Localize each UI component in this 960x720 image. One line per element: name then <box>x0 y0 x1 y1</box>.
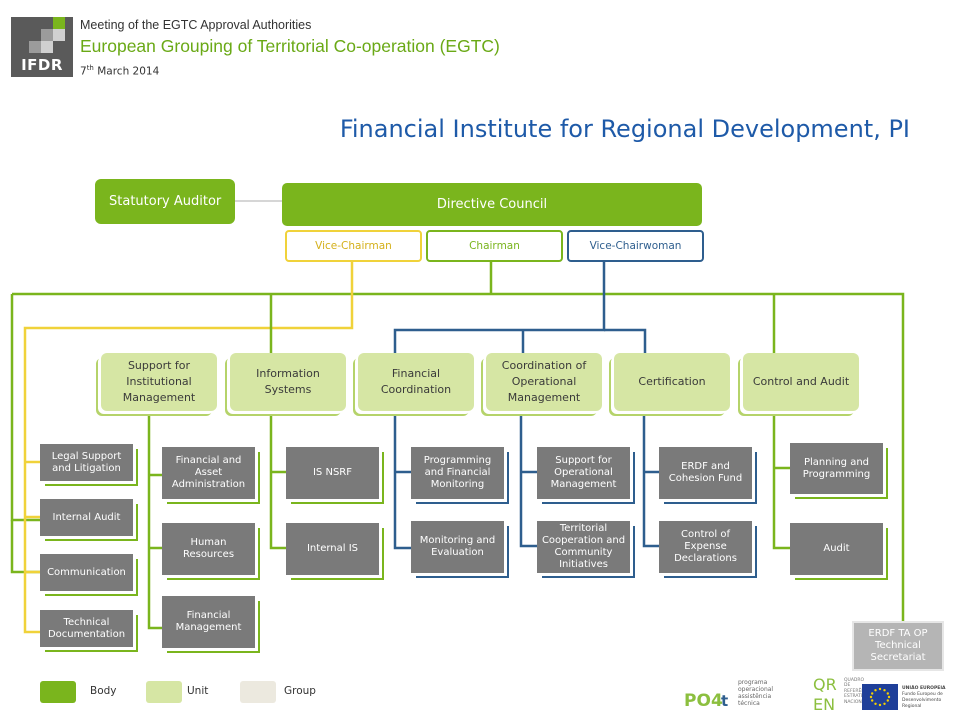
dept-financial-asset-administration: Financial and Asset Administration <box>162 447 255 499</box>
eu-line: Desenvolvimento Regional <box>902 697 942 709</box>
dept-human-resources: Human Resources <box>162 523 255 575</box>
eu-title: UNIÃO EUROPEIA <box>902 686 946 691</box>
erdf-ta-op-secretariat: ERDF TA OP Technical Secretariat <box>852 621 944 671</box>
page-title: Financial Institute for Regional Develop… <box>339 115 910 143</box>
egtc-title: European Grouping of Territorial Co-oper… <box>80 36 500 56</box>
unit-certification: Certification <box>614 353 730 411</box>
dept-erdf-cohesion-fund: ERDF and Cohesion Fund <box>659 447 752 499</box>
poat-line: operacional <box>738 685 774 693</box>
unit-information-systems: Information Systems <box>230 353 346 411</box>
dept-financial-management: Financial Management <box>162 596 255 648</box>
directive-council-box: Directive Council <box>282 183 702 226</box>
dept-technical-documentation: Technical Documentation <box>40 610 133 647</box>
poat-logo: PO 4 t programa operacional assistência … <box>684 676 789 712</box>
legend-body-swatch <box>40 681 76 703</box>
unit-financial-coordination: Financial Coordination <box>358 353 474 411</box>
legend-body-label: Body <box>90 685 117 697</box>
qren-line: DE REFERÊNCIA <box>844 683 873 694</box>
qren-line: QUADRO <box>844 678 865 683</box>
dept-programming-financial-monitoring: Programming and Financial Monitoring <box>411 447 504 499</box>
svg-text:PO: PO <box>684 691 711 711</box>
legend-group-label: Group <box>284 685 316 697</box>
meeting-title: Meeting of the EGTC Approval Authorities <box>80 18 312 32</box>
ifdr-logo: IFDR <box>11 17 73 77</box>
logo-text: IFDR <box>21 56 63 74</box>
poat-line: assistência <box>738 692 772 700</box>
legend-unit-swatch <box>146 681 182 703</box>
poat-line: programa <box>738 679 768 686</box>
svg-text:QR: QR <box>813 675 837 694</box>
dept-planning-programming: Planning and Programming <box>790 443 883 494</box>
chairman-box: Chairman <box>426 230 563 262</box>
dept-support-operational-management: Support for Operational Management <box>537 447 630 499</box>
dept-control-expense-declarations: Control of Expense Declarations <box>659 521 752 573</box>
vice-chairwoman-box: Vice-Chairwoman <box>567 230 704 262</box>
dept-is-nsrf: IS NSRF <box>286 447 379 499</box>
dept-internal-is: Internal IS <box>286 523 379 575</box>
unit-coordination-operational-management: Coordination of Operational Management <box>486 353 602 411</box>
unit-control-and-audit: Control and Audit <box>743 353 859 411</box>
unit-support-institutional-management: Support for Institutional Management <box>101 353 217 411</box>
dept-territorial-cooperation: Territorial Cooperation and Community In… <box>537 521 630 573</box>
dept-monitoring-evaluation: Monitoring and Evaluation <box>411 521 504 573</box>
qren-line: ESTRATÉGICO <box>844 694 876 700</box>
legend-group-swatch <box>240 681 276 703</box>
qren-logo: QR EN QUADRO DE REFERÊNCIA ESTRATÉGICO N… <box>812 672 875 714</box>
dept-audit: Audit <box>790 523 883 575</box>
eu-text: UNIÃO EUROPEIA Fundo Europeu de Desenvol… <box>902 686 958 709</box>
svg-text:t: t <box>721 692 728 710</box>
statutory-auditor-box: Statutory Auditor <box>95 179 235 224</box>
vice-chairman-box: Vice-Chairman <box>285 230 422 262</box>
eu-line: Fundo Europeu de <box>902 691 943 697</box>
svg-text:EN: EN <box>813 695 835 714</box>
dept-communication: Communication <box>40 554 133 591</box>
eu-flag-icon <box>862 684 898 710</box>
meeting-date: 7th March 2014 <box>80 64 160 78</box>
dept-internal-audit: Internal Audit <box>40 499 133 536</box>
qren-line: NACIONAL <box>844 699 868 705</box>
dept-legal-support: Legal Support and Litigation <box>40 444 133 481</box>
svg-text:4: 4 <box>711 691 723 711</box>
legend-unit-label: Unit <box>187 685 209 697</box>
poat-line: técnica <box>738 699 760 707</box>
